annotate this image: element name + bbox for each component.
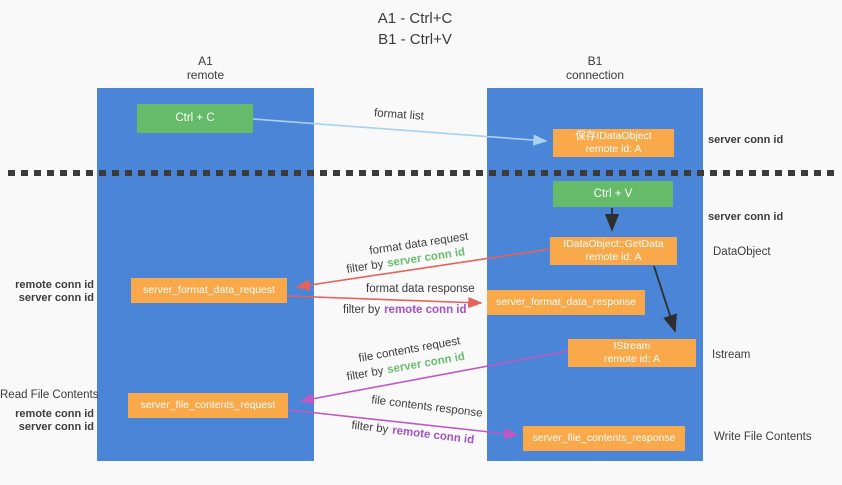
node-istream: IStream remote id: A <box>568 339 696 367</box>
node-save-dataobject-line2: remote id: A <box>585 143 642 155</box>
node-getdata-line1: IDataObject::GetData <box>563 238 664 250</box>
node-ctrl-c-label: Ctrl + C <box>175 112 215 124</box>
right-server-conn-id-label-2: server conn id <box>708 211 784 223</box>
node-server-format-data-request: server_format_data_request <box>131 278 287 303</box>
node-getdata-line2: remote id: A <box>585 251 642 263</box>
node-save-dataobject-line1: 保存IDataObject <box>575 130 652 142</box>
left-server-conn-id-label-2: server conn id <box>18 421 94 433</box>
lane-a1-title: A1 <box>198 54 213 68</box>
node-ctrl-v: Ctrl + V <box>553 181 673 207</box>
node-istream-line1: IStream <box>613 340 651 352</box>
title-line-1: A1 - Ctrl+C <box>377 10 453 27</box>
format-list-label: format list <box>373 107 425 123</box>
write-file-contents-label: Write File Contents <box>714 431 812 443</box>
node-server-file-contents-response-label: server_file_contents_response <box>532 432 676 444</box>
node-server-file-contents-response: server_file_contents_response <box>523 426 685 451</box>
file-contents-response-label: file contents response <box>370 394 484 420</box>
format-data-response-label: format data response <box>366 283 475 295</box>
remote-conn-id-text: remote conn id <box>384 304 467 316</box>
filter-by-text: filter by <box>350 419 389 436</box>
node-ctrl-v-label: Ctrl + V <box>593 187 633 200</box>
node-server-format-data-response-label: server_format_data_response <box>495 296 637 308</box>
node-server-file-contents-request-label: server_file_contents_request <box>140 399 276 411</box>
node-getdata: IDataObject::GetData remote id: A <box>550 237 677 265</box>
lane-header-b1: B1 connection <box>487 54 703 82</box>
left-server-conn-id-label-1: server conn id <box>18 292 94 304</box>
node-server-format-data-request-label: server_format_data_request <box>143 284 275 296</box>
filter-by-text: filter by <box>343 304 381 316</box>
lane-header-a1: A1 remote <box>97 54 314 82</box>
left-remote-conn-id-label-2: remote conn id <box>15 408 94 420</box>
dataobject-label: DataObject <box>713 246 771 258</box>
node-ctrl-c: Ctrl + C <box>137 104 253 133</box>
left-remote-conn-id-label-1: remote conn id <box>15 279 94 291</box>
istream-label: Istream <box>712 349 751 361</box>
right-server-conn-id-label-1: server conn id <box>708 134 784 146</box>
format-data-response-arrow <box>286 295 483 309</box>
session-divider-dotted-line <box>8 170 838 176</box>
filter-by-text: filter by <box>345 258 385 276</box>
title-line-2: B1 - Ctrl+V <box>378 31 452 48</box>
lane-b1-title: B1 <box>587 54 603 68</box>
node-server-format-data-response: server_format_data_response <box>487 290 645 315</box>
lane-b1-subtitle: connection <box>565 68 625 82</box>
node-server-file-contents-request: server_file_contents_request <box>128 393 288 418</box>
remote-conn-id-text: remote conn id <box>391 424 475 447</box>
filter-by-text: filter by <box>345 365 385 384</box>
node-save-dataobject: 保存IDataObject remote id: A <box>553 129 674 157</box>
read-file-contents-label: Read File Contents <box>0 389 99 401</box>
node-istream-line2: remote id: A <box>603 353 661 365</box>
diagram-title: A1 - Ctrl+C B1 - Ctrl+V <box>0 8 830 50</box>
lane-a1-subtitle: remote <box>186 68 225 82</box>
